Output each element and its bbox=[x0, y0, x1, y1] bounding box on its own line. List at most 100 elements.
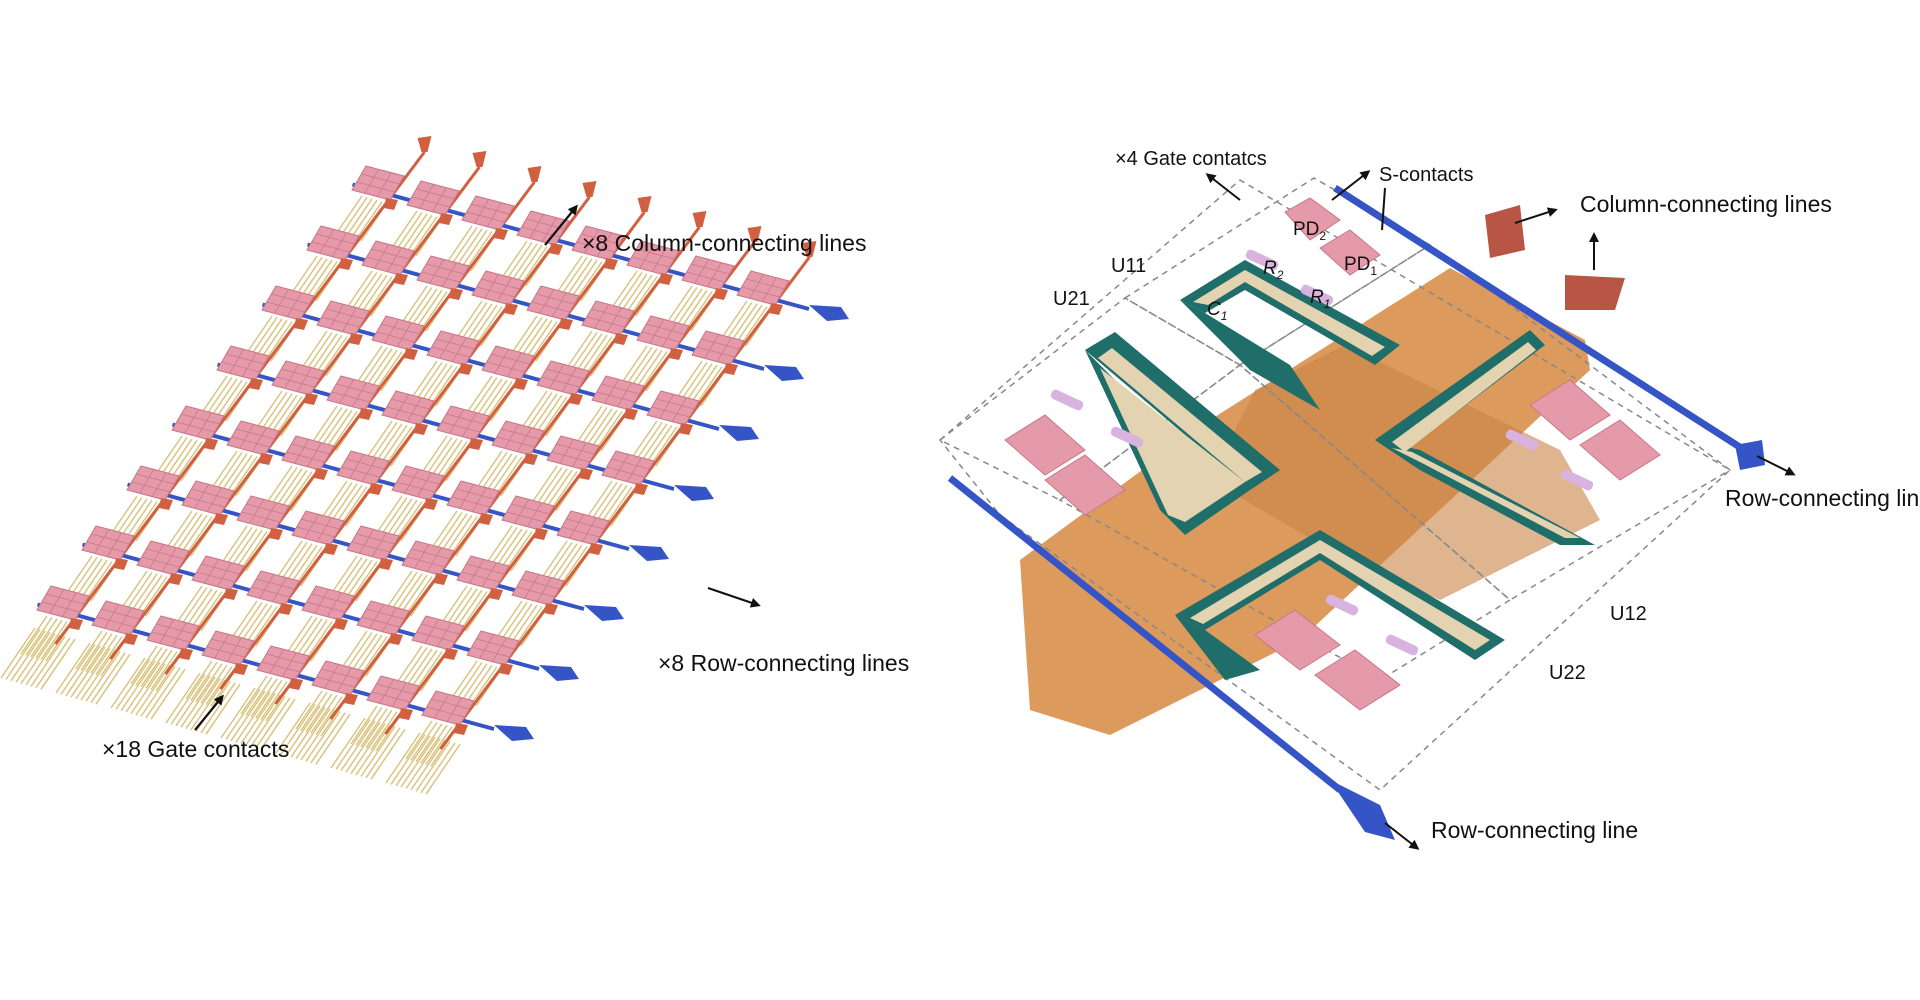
gate-finger bbox=[495, 456, 523, 495]
gate-finger bbox=[685, 291, 713, 330]
gate-finger bbox=[305, 693, 333, 733]
gate-finger bbox=[205, 377, 233, 416]
gate-finger bbox=[350, 633, 378, 673]
pixel-connector bbox=[714, 288, 728, 300]
gate-finger bbox=[240, 531, 268, 570]
gate-finger bbox=[285, 705, 321, 757]
pixel-cell bbox=[601, 450, 655, 486]
gate-finger bbox=[300, 330, 328, 370]
resistors bbox=[1050, 249, 1594, 656]
row-line-pad bbox=[674, 485, 714, 501]
gate-finger bbox=[515, 244, 543, 284]
gate-finger bbox=[455, 662, 483, 701]
row-line-top bbox=[1333, 185, 1762, 463]
pixel-connector bbox=[279, 603, 293, 615]
gate-finger bbox=[535, 467, 563, 506]
pixel-connector bbox=[559, 318, 573, 330]
gate-finger bbox=[175, 513, 203, 553]
gate-finger bbox=[530, 393, 558, 433]
capacitor-u22 bbox=[1175, 530, 1505, 680]
gate-finger bbox=[85, 561, 113, 600]
pixel-cell bbox=[201, 630, 255, 666]
gate-finger bbox=[215, 379, 243, 419]
gate-finger bbox=[235, 602, 263, 641]
pixel-connector bbox=[314, 468, 328, 480]
gate-finger bbox=[30, 618, 58, 658]
gate-finger bbox=[630, 348, 658, 388]
gate-finger bbox=[520, 390, 548, 430]
gate-finger bbox=[355, 273, 383, 313]
column-pads bbox=[1485, 205, 1625, 310]
gate-finger bbox=[345, 559, 373, 599]
gate-finger bbox=[355, 724, 391, 776]
pixel-connector bbox=[724, 363, 738, 375]
gate-finger bbox=[410, 739, 446, 791]
gate-finger bbox=[415, 289, 443, 329]
gate-finger bbox=[425, 726, 453, 765]
gate-finger bbox=[475, 450, 503, 490]
gate-finger bbox=[565, 258, 593, 298]
gate-finger bbox=[395, 573, 423, 613]
gate-finger bbox=[255, 318, 283, 358]
pixel-connector bbox=[769, 303, 783, 315]
gate-finger bbox=[450, 660, 478, 700]
gate-finger bbox=[350, 272, 378, 311]
gate-finger bbox=[375, 495, 403, 535]
pixel-connector bbox=[379, 558, 393, 570]
gate-finger bbox=[365, 348, 393, 388]
gate-finger bbox=[410, 288, 438, 328]
gate-finger bbox=[375, 423, 403, 463]
pixel-cell bbox=[681, 255, 735, 291]
gate-finger bbox=[140, 666, 176, 717]
gate-finger bbox=[370, 728, 406, 780]
gate-finger bbox=[70, 646, 106, 698]
column-line-pad bbox=[747, 226, 762, 242]
gate-finger bbox=[135, 664, 171, 716]
pixel-connector bbox=[444, 648, 458, 660]
pixel-connector bbox=[634, 483, 648, 495]
pixel-connector bbox=[224, 588, 238, 600]
gate-finger bbox=[345, 632, 373, 671]
pixel-cell bbox=[736, 270, 790, 306]
pixel-connector bbox=[369, 483, 383, 495]
pixel-connector bbox=[179, 648, 193, 660]
pixel-connector bbox=[349, 333, 363, 345]
gate-finger bbox=[275, 702, 311, 754]
pixel-cell bbox=[171, 405, 225, 441]
column-lines-label-r: Column-connecting lines bbox=[1580, 191, 1832, 217]
gate-finger bbox=[415, 362, 443, 401]
gate-finger bbox=[370, 349, 398, 389]
gate-finger bbox=[405, 576, 433, 615]
gate-finger bbox=[275, 468, 303, 508]
gate-finger bbox=[360, 726, 396, 777]
gate-finger bbox=[635, 349, 663, 389]
gate-finger bbox=[305, 332, 333, 371]
gate-finger bbox=[90, 652, 126, 704]
gate-finger bbox=[200, 375, 228, 415]
pixel-connector bbox=[604, 258, 618, 270]
gate-finger bbox=[320, 408, 348, 448]
gate-finger bbox=[430, 438, 458, 478]
gate-finger bbox=[310, 261, 338, 300]
gate-finger bbox=[680, 289, 708, 329]
gate-finger bbox=[130, 501, 158, 540]
pixel-connector bbox=[669, 348, 683, 360]
pixel-connector bbox=[339, 258, 353, 270]
gate-finger bbox=[425, 364, 453, 404]
pixel-cell bbox=[181, 480, 235, 516]
column-pad-2 bbox=[1565, 275, 1625, 310]
gate-finger bbox=[450, 588, 478, 628]
gate-finger bbox=[385, 498, 413, 538]
gate-finger bbox=[120, 570, 148, 610]
pixel-cell bbox=[366, 675, 420, 711]
gate-finger bbox=[325, 409, 353, 449]
gate-finger bbox=[450, 516, 478, 555]
photodiode-u22-a bbox=[1254, 609, 1341, 671]
gate-finger bbox=[350, 199, 378, 239]
gate-finger bbox=[475, 306, 503, 345]
gate-contacts-arrow bbox=[194, 694, 224, 731]
gate-finger bbox=[380, 497, 408, 536]
gate-finger bbox=[300, 709, 336, 761]
gate-finger bbox=[110, 495, 138, 535]
gate-finger bbox=[305, 259, 333, 299]
